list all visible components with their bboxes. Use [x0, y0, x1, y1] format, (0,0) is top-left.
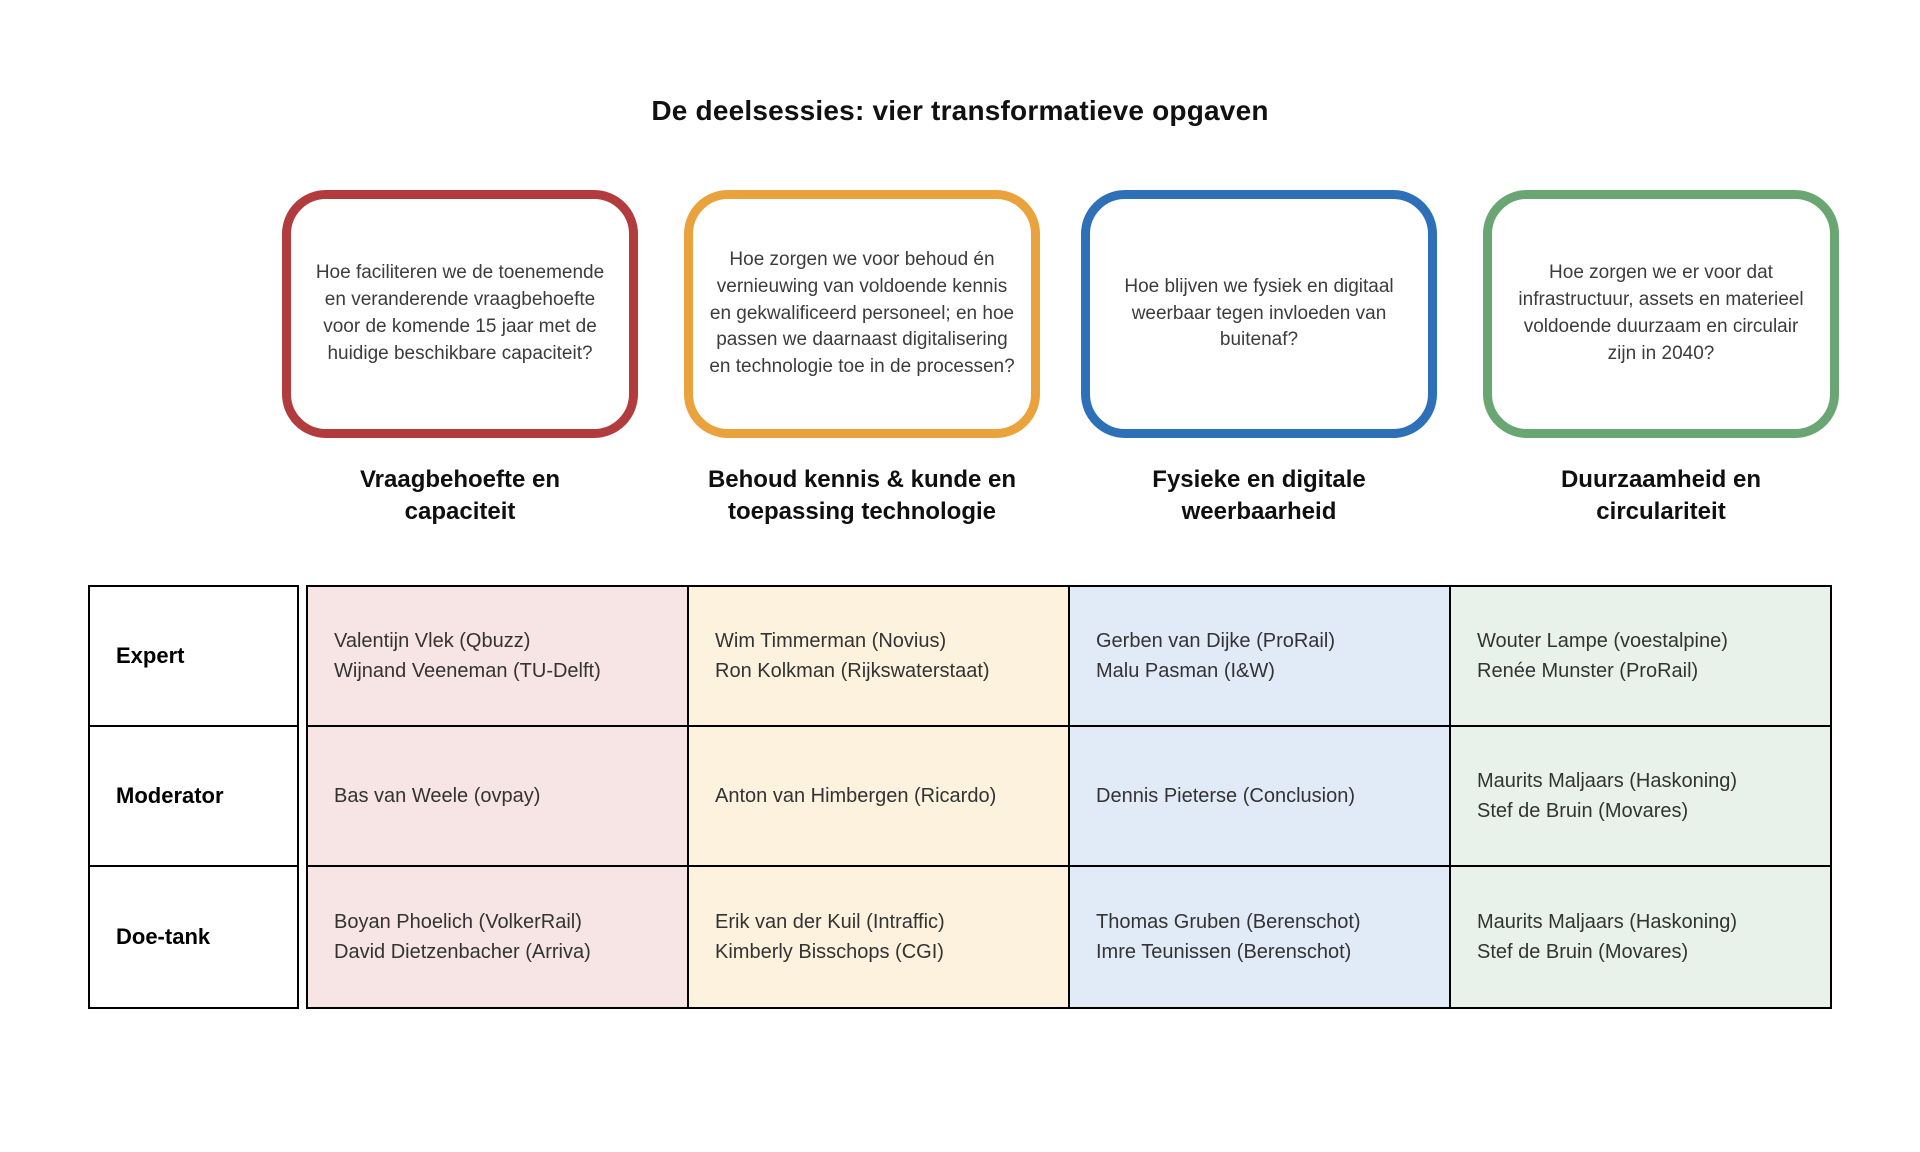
session-label-kennis: Behoud kennis & kunde en toepassing tech… [707, 466, 1017, 525]
page-title: De deelsessies: vier transformatieve opg… [651, 95, 1269, 126]
row-header-doe-tank: Doe-tank [116, 924, 211, 949]
question-text: Hoe faciliteren we de toenemende en vera… [315, 262, 605, 364]
cell-moderator-duurzaamheid: Maurits Maljaars (Haskoning) Stef de Bru… [1451, 727, 1830, 867]
schedule-table: Expert Moderator Doe-tank Valentijn Vlek… [88, 585, 1832, 1009]
question-box-duurzaamheid: Hoe zorgen we er voor dat infrastructuur… [1483, 190, 1839, 438]
cell-doe-tank-duurzaamheid: Maurits Maljaars (Haskoning) Stef de Bru… [1477, 910, 1738, 963]
cell-moderator-kennis: Anton van Himbergen (Ricardo) [689, 727, 1068, 867]
cell-expert-kennis: Wim Timmerman (Novius) Ron Kolkman (Rijk… [689, 587, 1068, 727]
cell-doe-tank-kennis: Erik van der Kuil (Intraffic) Kimberly B… [715, 910, 945, 963]
question-box-kennis: Hoe zorgen we voor behoud én vernieuwing… [684, 190, 1040, 438]
session-label-duurzaamheid: Duurzaamheid en circulariteit [1560, 466, 1762, 525]
column-kennis: Wim Timmerman (Novius) Ron Kolkman (Rijk… [687, 585, 1070, 1009]
cell-moderator-weerbaarheid: Dennis Pieterse (Conclusion) [1070, 727, 1449, 867]
cell-expert-weerbaarheid: Gerben van Dijke (ProRail) Malu Pasman (… [1070, 587, 1449, 727]
cell-expert-duurzaamheid: Wouter Lampe (voestalpine) Renée Munster… [1451, 587, 1830, 727]
question-text: Hoe zorgen we voor behoud én vernieuwing… [709, 248, 1015, 378]
cell-expert-vraagbehoefte: Valentijn Vlek (Qbuzz) Wijnand Veeneman … [308, 587, 687, 727]
cell-moderator-vraagbehoefte: Bas van Weele (ovpay) [308, 727, 687, 867]
row-header-expert: Expert [90, 587, 297, 727]
question-box-vraagbehoefte: Hoe faciliteren we de toenemende en vera… [282, 190, 638, 438]
question-box-weerbaarheid: Hoe blijven we fysiek en digitaal weerba… [1081, 190, 1437, 438]
cell-doe-tank-vraagbehoefte: Boyan Phoelich (VolkerRail) David Dietze… [334, 910, 591, 963]
row-header-moderator: Moderator [90, 727, 297, 867]
column-duurzaamheid: Wouter Lampe (voestalpine) Renée Munster… [1449, 585, 1832, 1009]
session-label-weerbaarheid: Fysieke en digitale weerbaarheid [1152, 466, 1366, 525]
question-text: Hoe blijven we fysiek en digitaal weerba… [1124, 275, 1394, 351]
cell-doe-tank-weerbaarheid: Thomas Gruben (Berenschot) Imre Teunisse… [1096, 910, 1361, 963]
column-weerbaarheid: Gerben van Dijke (ProRail) Malu Pasman (… [1068, 585, 1451, 1009]
row-header-column: Expert Moderator Doe-tank [88, 585, 299, 1009]
session-label-vraagbehoefte: Vraagbehoefte en capaciteit [359, 466, 561, 525]
column-vraagbehoefte: Valentijn Vlek (Qbuzz) Wijnand Veeneman … [306, 585, 689, 1009]
question-text: Hoe zorgen we er voor dat infrastructuur… [1518, 262, 1804, 364]
